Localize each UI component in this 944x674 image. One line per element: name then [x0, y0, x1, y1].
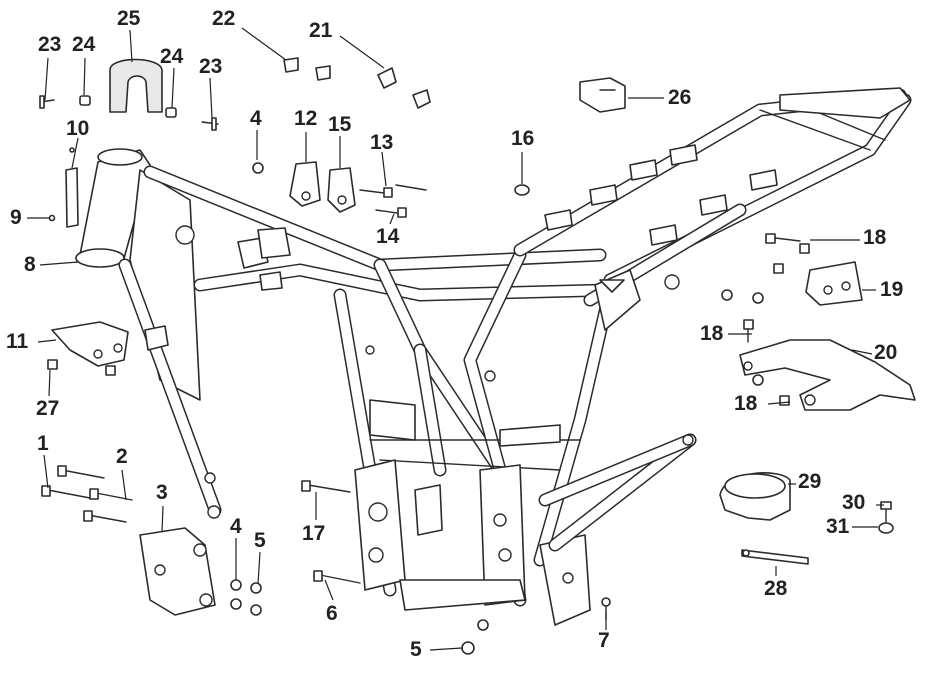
- callout-13: 13: [370, 131, 394, 154]
- bolt-part-27: [47, 359, 116, 376]
- callout-2: 2: [116, 445, 128, 468]
- plate-part-12: [289, 161, 321, 207]
- callout-28: 28: [764, 577, 788, 600]
- grommet-part-22: [283, 57, 331, 81]
- washer-part-17: [514, 184, 530, 196]
- callout-10: 10: [66, 117, 90, 140]
- callout-20: 20: [874, 341, 898, 364]
- callout-17: 16: [511, 127, 535, 150]
- clip-part-21: [377, 67, 431, 109]
- plate-part-16: [327, 167, 356, 213]
- sleeve-part-10: [65, 167, 79, 228]
- bracket-part-20: [739, 339, 916, 411]
- callout-23: 23: [199, 55, 223, 78]
- bracket-part-3: [139, 527, 216, 616]
- callout-4-lower: 4: [230, 515, 242, 538]
- callout-8: 8: [24, 253, 36, 276]
- callout-26: 26: [668, 86, 692, 109]
- callout-5: 5: [254, 529, 266, 552]
- leader-lines: [27, 27, 884, 651]
- nut-part-5: [250, 582, 489, 655]
- callout-19: 19: [880, 278, 904, 301]
- bolt-part-18: [743, 233, 810, 406]
- nut-part-31: [878, 522, 894, 534]
- callout-31: 31: [826, 515, 850, 538]
- callout-29: 29: [798, 470, 822, 493]
- bolt-part-13: [359, 184, 427, 198]
- callout-12: 12: [294, 107, 318, 130]
- callout-21: 21: [309, 19, 333, 42]
- callout-3: 3: [156, 481, 168, 504]
- bolt-part-7: [601, 597, 611, 621]
- callout-27: 27: [36, 397, 60, 420]
- callout-22: 22: [212, 7, 236, 30]
- callout-5-lower: 5: [410, 638, 422, 661]
- main-frame: [75, 87, 912, 626]
- callout-25: 25: [117, 7, 141, 30]
- callout-24: 24: [72, 33, 96, 56]
- callout-6: 6: [326, 602, 338, 625]
- callout-4: 4: [250, 107, 262, 130]
- callout-7: 7: [598, 629, 610, 652]
- bolt-part-1: [41, 465, 105, 499]
- bolt-part-6: [313, 570, 361, 584]
- bolt-part-14: [375, 207, 407, 218]
- callout-23: 23: [38, 33, 62, 56]
- bracket-part-26: [579, 77, 626, 113]
- callout-14: 14: [376, 225, 400, 248]
- callout-11: 11: [6, 330, 29, 353]
- callout-1: 1: [37, 432, 49, 455]
- nut-part-4: [230, 162, 264, 610]
- bracket-part-11: [51, 321, 129, 367]
- clamp-part-25: [109, 58, 163, 113]
- callout-16: 15: [328, 113, 352, 136]
- callout-18: 18: [863, 226, 887, 249]
- clamp-part-29: [719, 472, 791, 521]
- callout-30: 30: [842, 491, 866, 514]
- callout-15: 17: [302, 522, 326, 545]
- pin-part-23: [39, 95, 219, 131]
- strap-part-28: [741, 549, 809, 565]
- bolt-part-15: [301, 480, 351, 493]
- bracket-part-19: [721, 261, 863, 306]
- callout-18-mid: 18: [700, 322, 724, 345]
- callout-9: 9: [10, 206, 22, 229]
- bushing-part-24: [79, 95, 177, 118]
- callout-24: 24: [160, 45, 184, 68]
- callout-18-lower: 18: [734, 392, 758, 415]
